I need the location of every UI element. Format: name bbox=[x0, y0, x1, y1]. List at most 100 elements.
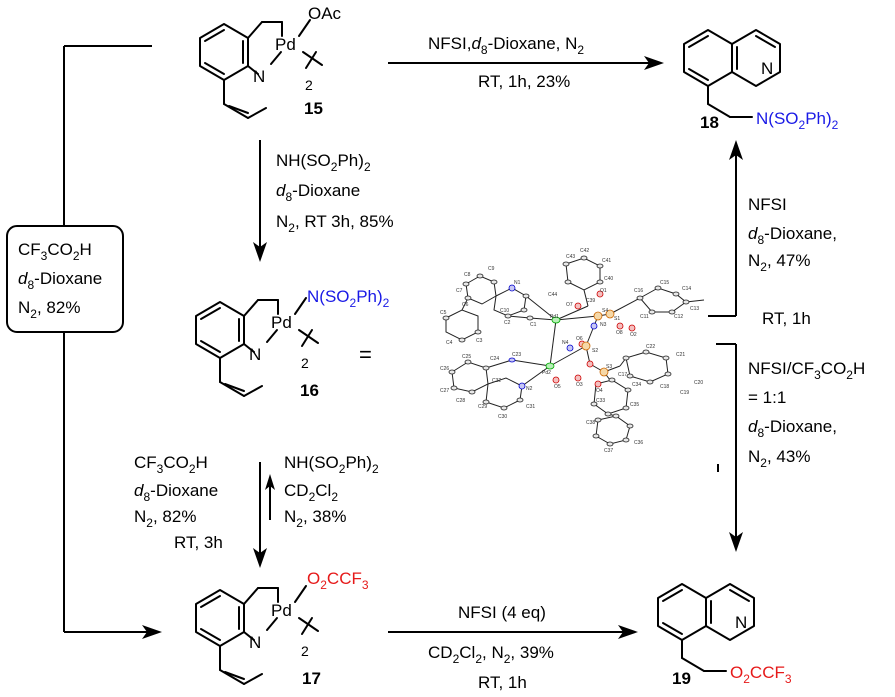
atom-label: C12 bbox=[674, 314, 683, 320]
atom-label: O5 bbox=[554, 384, 561, 390]
atom-label: C28 bbox=[456, 398, 465, 404]
atom-label: C14 bbox=[682, 286, 691, 292]
atom-label: C17 bbox=[618, 372, 627, 378]
ligand-label: OAc bbox=[308, 4, 342, 23]
atom-label: Pd2 bbox=[542, 370, 551, 376]
atom-label: C24 bbox=[490, 356, 499, 362]
box-condition-2: d8-Dioxane bbox=[18, 269, 102, 292]
cond-16-18-line2: d8-Dioxane, bbox=[748, 224, 837, 247]
atom-label: Pd1 bbox=[550, 314, 559, 320]
cond-16-17-left-3: N2, 82% bbox=[134, 507, 196, 530]
atom-label: C40 bbox=[604, 276, 613, 282]
cond-15-16-line2: d8-Dioxane bbox=[276, 181, 360, 204]
atom-label: C20 bbox=[694, 380, 703, 386]
cond-16-19-line3: d8-Dioxane, bbox=[748, 417, 837, 440]
dimer-subscript: 2 bbox=[301, 643, 309, 659]
atom-label: C16 bbox=[634, 288, 643, 294]
compound-number-17: 17 bbox=[302, 669, 321, 688]
compound-15: Pd N OAc 2 15 bbox=[199, 4, 342, 119]
n-label: N bbox=[249, 345, 261, 364]
compound-16: Pd N N(SO2Ph)2 2 16 = bbox=[195, 287, 390, 400]
atom-label: C26 bbox=[440, 366, 449, 372]
atom-label: C38 bbox=[586, 420, 595, 426]
sulfonimide-group: N(SO2Ph)2 bbox=[756, 109, 839, 132]
atom-label: S2 bbox=[592, 348, 598, 354]
atom-label: C13 bbox=[690, 306, 699, 312]
atom-label: C41 bbox=[602, 258, 611, 264]
compound-number-19: 19 bbox=[672, 669, 691, 688]
atom-label: C8 bbox=[464, 272, 471, 278]
atom-label: O7 bbox=[566, 302, 573, 308]
left-bracket-15-to-17: CF3CO2H d8-Dioxane N2, 82% bbox=[6, 45, 162, 639]
cond-16-17-left-2: d8-Dioxane bbox=[134, 481, 218, 504]
compound-number-18: 18 bbox=[700, 113, 719, 132]
cond-16-17-left-4: RT, 3h bbox=[174, 533, 223, 552]
atom-label: C42 bbox=[580, 248, 589, 254]
bottom-arrow-condition-3: RT, 1h bbox=[478, 673, 527, 692]
trifluoroacetate-ligand: O2CCF3 bbox=[307, 569, 369, 592]
atom-label: C6 bbox=[462, 302, 469, 308]
equilibrium-16-17: CF3CO2H d8-Dioxane N2, 82% RT, 3h NH(SO2… bbox=[134, 453, 379, 568]
atom-label: C29 bbox=[478, 404, 487, 410]
dimer-subscript: 2 bbox=[305, 77, 313, 93]
atom-label: S4 bbox=[602, 308, 608, 314]
cond-17-16-right-3: N2, 38% bbox=[284, 507, 346, 530]
atom-label: S3 bbox=[606, 364, 612, 370]
atom-label: C1 bbox=[530, 322, 537, 328]
atom-label: C4 bbox=[446, 340, 453, 346]
atom-label: C21 bbox=[676, 352, 685, 358]
compound-number-16: 16 bbox=[300, 381, 319, 400]
atom-label: C11 bbox=[640, 314, 649, 320]
arrow-15-to-18: NFSI,d8-Dioxane, N2 RT, 1h, 23% bbox=[388, 34, 664, 91]
atom-label: C2 bbox=[504, 320, 511, 326]
atom-label: C32 bbox=[492, 378, 501, 384]
atom-label: C43 bbox=[566, 254, 575, 260]
atom-label: C36 bbox=[634, 440, 643, 446]
atom-label: C7 bbox=[456, 288, 463, 294]
box-condition-1: CF3CO2H bbox=[18, 240, 92, 263]
equals-sign: = bbox=[359, 342, 372, 367]
cond-16-19-line1: NFSI/CF3CO2H bbox=[748, 359, 865, 382]
cond-16-19-line2: = 1:1 bbox=[748, 388, 786, 407]
atom-label: C10 bbox=[500, 308, 509, 314]
cond-16-18-line4: RT, 1h bbox=[762, 309, 811, 328]
atom-label: C22 bbox=[646, 344, 655, 350]
bottom-arrow-condition-2: CD2Cl2, N2, 39% bbox=[428, 643, 554, 666]
atom-label: O6 bbox=[576, 336, 583, 342]
atom-label: C34 bbox=[632, 382, 641, 388]
crystal-structure-ortep: C8 C9 C7 N1 C43 C42 C41 C40 C16 C15 C14 … bbox=[440, 248, 705, 454]
atom-label: C31 bbox=[526, 404, 535, 410]
cond-16-17-left-1: CF3CO2H bbox=[134, 453, 208, 476]
atom-label: C35 bbox=[630, 402, 639, 408]
top-arrow-condition-1: NFSI,d8-Dioxane, N2 bbox=[428, 34, 584, 57]
cond-17-16-right-2: CD2Cl2 bbox=[284, 481, 338, 504]
arrow-17-to-19: NFSI (4 eq) CD2Cl2, N2, 39% RT, 1h bbox=[388, 603, 638, 692]
arrow-15-to-16: NH(SO2Ph)2 d8-Dioxane N2, RT 3h, 85% bbox=[253, 140, 394, 262]
n-label: N bbox=[253, 67, 265, 86]
compound-19: N O2CCF3 19 bbox=[657, 583, 792, 688]
atom-label: C27 bbox=[440, 388, 449, 394]
compound-17: Pd N O2CCF3 2 17 bbox=[195, 569, 369, 688]
sulfonimide-ligand: N(SO2Ph)2 bbox=[307, 287, 390, 310]
atom-label: C9 bbox=[488, 266, 495, 272]
atom-label: O4 bbox=[596, 388, 603, 394]
quinoline-n-label: N bbox=[735, 613, 747, 632]
atom-label: N2 bbox=[526, 386, 533, 392]
cond-15-16-line3: N2, RT 3h, 85% bbox=[276, 212, 394, 235]
atom-label: N4 bbox=[562, 340, 569, 346]
atom-label: N1 bbox=[514, 280, 521, 286]
cond-17-16-right-1: NH(SO2Ph)2 bbox=[284, 453, 379, 476]
trifluoroacetate-group: O2CCF3 bbox=[730, 663, 792, 686]
pd-label: Pd bbox=[275, 35, 296, 54]
atom-label: O3 bbox=[576, 382, 583, 388]
compound-number-15: 15 bbox=[304, 99, 323, 118]
atom-label: C37 bbox=[604, 448, 613, 454]
atom-label: O2 bbox=[630, 332, 637, 338]
cond-16-19-line4: N2, 43% bbox=[748, 447, 810, 470]
atom-label: C3 bbox=[476, 338, 483, 344]
atom-label: O8 bbox=[616, 330, 623, 336]
atom-label: C25 bbox=[462, 354, 471, 360]
dimer-subscript: 2 bbox=[301, 355, 309, 371]
atom-label: O1 bbox=[600, 288, 607, 294]
